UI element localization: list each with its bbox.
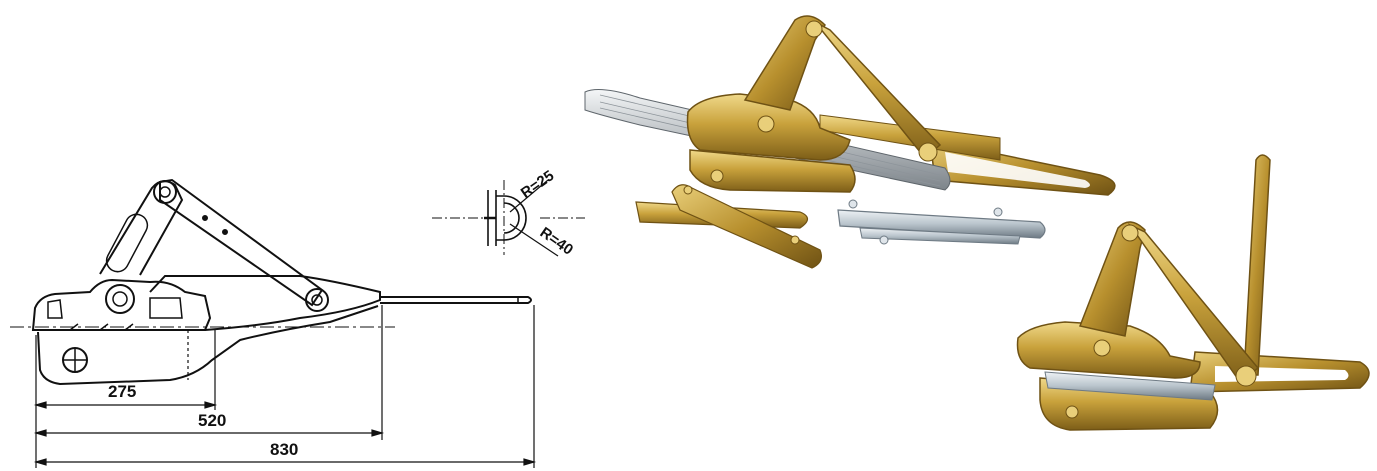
photo-steel-jaw-inserts — [837, 199, 1046, 245]
upper-body — [31, 278, 212, 331]
photo-clamp-with-cable — [584, 15, 1116, 196]
photo-clamp-open — [1016, 154, 1370, 431]
clamp-lower-jaw — [689, 149, 856, 193]
link-bar — [159, 178, 324, 307]
dimension-275: 275 — [108, 382, 136, 401]
top-pivot — [153, 180, 177, 204]
dimension-830: 830 — [270, 440, 298, 459]
dimension-lines — [33, 305, 537, 468]
rod-pivot — [305, 288, 329, 312]
radius-25-label: R=25 — [518, 167, 557, 202]
lower-jaw — [37, 305, 379, 386]
open-clamp-rod — [1243, 154, 1271, 376]
jaw-section-detail — [432, 179, 585, 257]
radius-40-label: R=40 — [537, 224, 576, 259]
photo-brass-jaw-inserts — [635, 184, 822, 269]
dimension-520: 520 — [198, 411, 226, 430]
pull-rod — [380, 296, 532, 304]
jaw-tail — [38, 275, 381, 331]
technical-drawing — [10, 178, 537, 468]
clamp-link — [814, 21, 942, 160]
open-clamp-link — [1127, 223, 1260, 384]
main-pivot — [105, 284, 135, 314]
